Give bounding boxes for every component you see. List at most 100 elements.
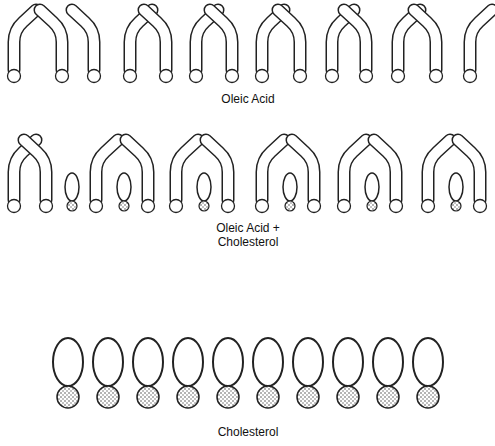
cholesterol-head (285, 201, 295, 211)
oleic-tail-fill (14, 10, 36, 70)
cholesterol-head (297, 386, 319, 408)
polar-head (222, 200, 235, 213)
oleic-tail (126, 140, 148, 200)
oleic-tail-fill (470, 10, 492, 70)
oleic-tail (292, 140, 314, 200)
polar-head (338, 200, 351, 213)
polar-head (90, 200, 103, 213)
cholesterol-head (417, 386, 439, 408)
polar-head (294, 70, 307, 83)
cholesterol-head (257, 386, 279, 408)
polar-head (88, 70, 101, 83)
oleic-tail-fill (72, 10, 94, 70)
row-label: Oleic Acid (188, 92, 308, 106)
oleic-tail (40, 10, 62, 70)
oleic-tail (96, 140, 118, 200)
polar-head (392, 70, 405, 83)
oleic-tail-fill (210, 10, 232, 70)
cholesterol-body (283, 173, 297, 201)
oleic-tail (262, 140, 284, 200)
polar-head (464, 70, 477, 83)
cholesterol-head (451, 201, 461, 211)
oleic-tail (14, 10, 36, 70)
oleic-tail-fill (96, 140, 118, 200)
oleic-tail-fill (176, 140, 198, 200)
polar-head (390, 200, 403, 213)
cholesterol-body (449, 173, 463, 201)
oleic-tail-fill (278, 10, 300, 70)
oleic-tail (344, 10, 366, 70)
oleic-tail-fill (428, 140, 450, 200)
oleic-tail (72, 10, 94, 70)
cholesterol-head (337, 386, 359, 408)
oleic-tail (470, 10, 492, 70)
polar-head (40, 200, 53, 213)
oleic-tail-fill (206, 140, 228, 200)
oleic-tail-fill (292, 140, 314, 200)
oleic-tail (24, 140, 46, 200)
cholesterol-body (413, 338, 443, 386)
cholesterol-body (197, 173, 211, 201)
cholesterol-body (365, 173, 379, 201)
cholesterol-body (53, 338, 83, 386)
cholesterol-body (117, 173, 131, 201)
cholesterol-body (173, 338, 203, 386)
polar-head (360, 70, 373, 83)
oleic-tail (176, 140, 198, 200)
polar-head (56, 70, 69, 83)
cholesterol-head (367, 201, 377, 211)
polar-head (142, 200, 155, 213)
polar-head (8, 70, 21, 83)
cholesterol-body (333, 338, 363, 386)
cholesterol-body (213, 338, 243, 386)
polar-head (474, 200, 487, 213)
oleic-tail (374, 140, 396, 200)
cholesterol-head (97, 386, 119, 408)
polar-head (8, 200, 21, 213)
oleic-tail (206, 140, 228, 200)
polar-head (160, 70, 173, 83)
cholesterol-head (57, 386, 79, 408)
cholesterol-head (67, 201, 77, 211)
oleic-tail (278, 10, 300, 70)
oleic-tail-fill (344, 140, 366, 200)
polar-head (422, 200, 435, 213)
cholesterol-body (133, 338, 163, 386)
cholesterol-body (93, 338, 123, 386)
cholesterol-body (253, 338, 283, 386)
polar-head (170, 200, 183, 213)
oleic-tail-fill (344, 10, 366, 70)
polar-head (226, 70, 239, 83)
oleic-tail-fill (374, 140, 396, 200)
cholesterol-body (373, 338, 403, 386)
cholesterol-body (293, 338, 323, 386)
cholesterol-head (377, 386, 399, 408)
oleic-tail (414, 10, 436, 70)
cholesterol-body (65, 173, 79, 201)
oleic-tail-fill (24, 140, 46, 200)
polar-head (124, 70, 137, 83)
polar-head (430, 70, 443, 83)
oleic-tail (144, 10, 166, 70)
polar-head (326, 70, 339, 83)
oleic-tail-fill (414, 10, 436, 70)
cholesterol-head (199, 201, 209, 211)
cholesterol-head (217, 386, 239, 408)
cholesterol-head (177, 386, 199, 408)
oleic-tail-fill (40, 10, 62, 70)
oleic-tail-fill (126, 140, 148, 200)
polar-head (190, 70, 203, 83)
polar-head (308, 200, 321, 213)
oleic-tail-fill (144, 10, 166, 70)
row-label: Oleic Acid + Cholesterol (203, 221, 293, 249)
cholesterol-head (119, 201, 129, 211)
oleic-tail (344, 140, 366, 200)
oleic-tail-fill (458, 140, 480, 200)
oleic-tail (428, 140, 450, 200)
polar-head (256, 200, 269, 213)
cholesterol-head (137, 386, 159, 408)
oleic-tail-fill (262, 140, 284, 200)
oleic-tail (210, 10, 232, 70)
polar-head (256, 70, 269, 83)
oleic-tail (458, 140, 480, 200)
